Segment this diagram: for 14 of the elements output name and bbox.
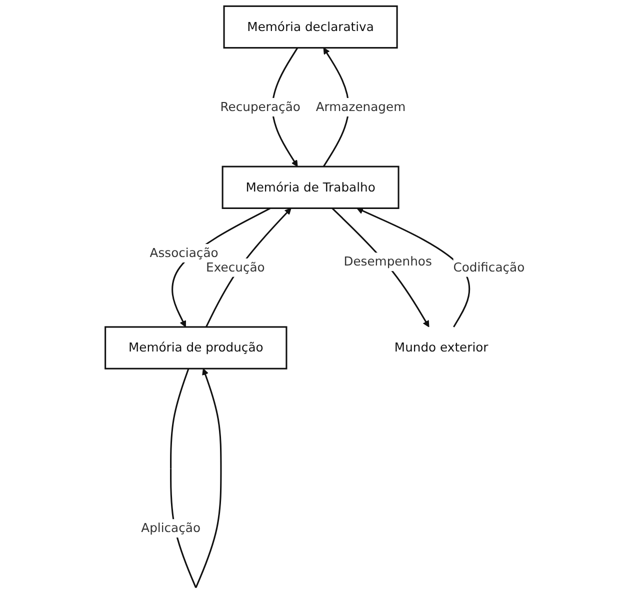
node-text: Mundo exterior xyxy=(394,340,488,355)
node-box: Memória de Trabalho xyxy=(222,166,400,209)
node-box: Memória declarativa xyxy=(223,5,398,49)
edge-label: Armazenagem xyxy=(316,99,406,114)
edge-label: Desempenhos xyxy=(344,254,432,269)
arrow xyxy=(356,208,470,328)
edge-label: Recuperação xyxy=(220,99,300,114)
arrow xyxy=(172,208,271,328)
arrow xyxy=(205,208,292,328)
edge-label: Associação xyxy=(150,245,218,260)
edge-label: Codificação xyxy=(453,260,525,275)
node-box: Memória de produção xyxy=(104,326,288,370)
edge-label: Aplicação xyxy=(141,520,200,536)
edge-label: Execução xyxy=(206,260,265,275)
